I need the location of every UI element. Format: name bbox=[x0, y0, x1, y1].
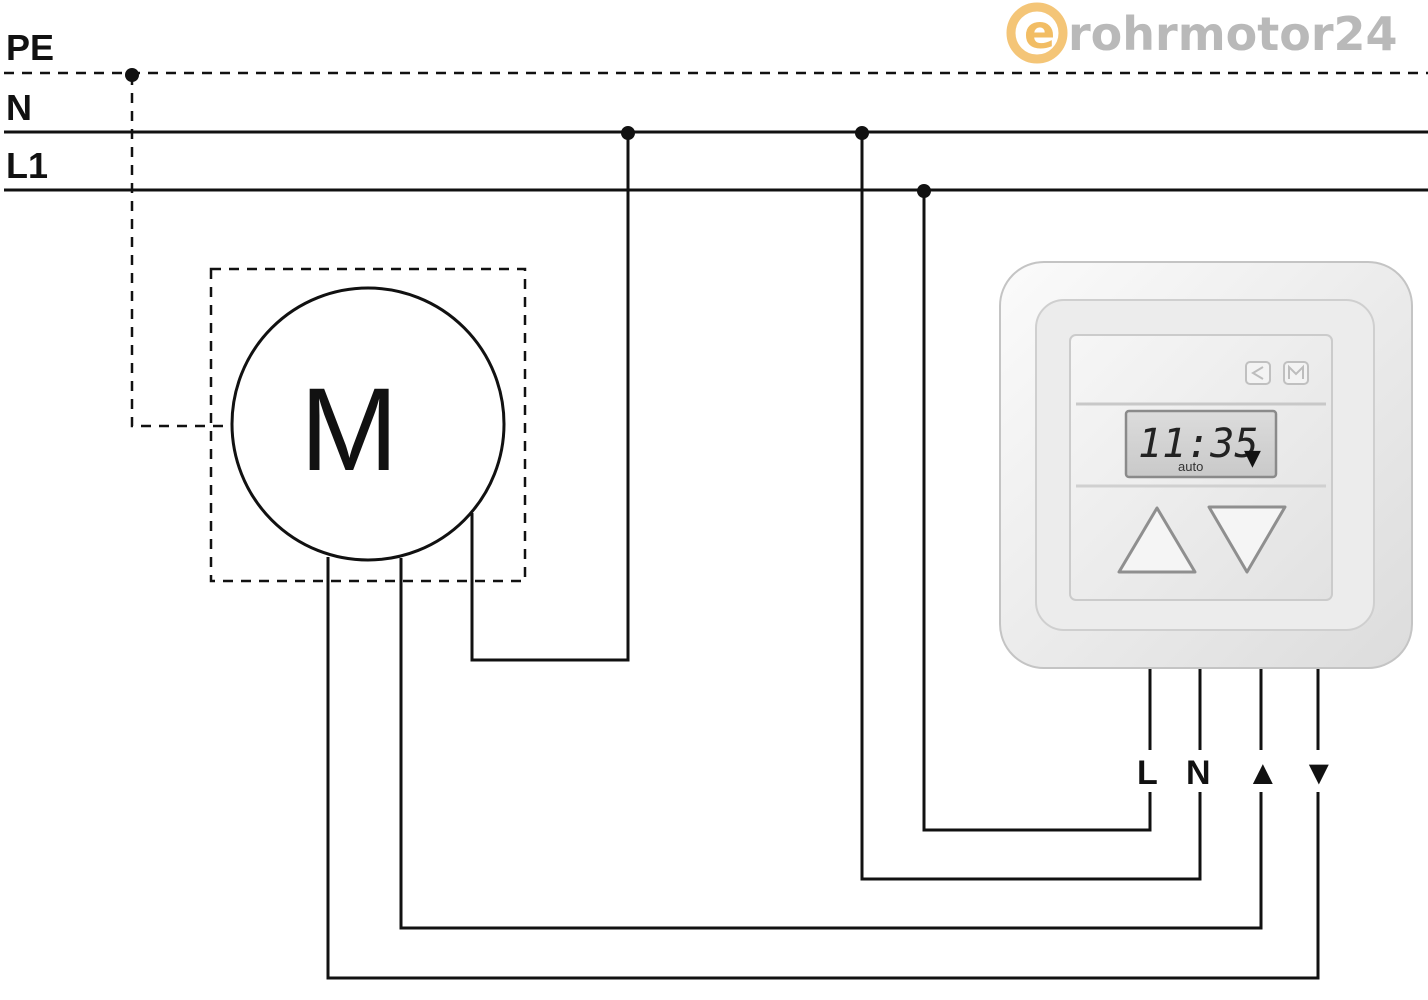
motor-symbol-label: M bbox=[300, 364, 398, 496]
triangle-up-icon bbox=[1117, 506, 1197, 574]
setting-back-icon bbox=[1251, 366, 1264, 380]
terminal-label-l: L bbox=[1137, 754, 1158, 792]
triangle-down-icon bbox=[1207, 505, 1287, 574]
junction-dot-pe bbox=[125, 68, 139, 82]
logo-circle-icon bbox=[1006, 2, 1068, 64]
brand-name: rohrmotor24 bbox=[1068, 7, 1398, 61]
setting-button-right[interactable] bbox=[1283, 361, 1309, 385]
junction-dot-l1-switch bbox=[917, 184, 931, 198]
motor-neutral-wire bbox=[470, 133, 630, 662]
motor-up-wire bbox=[399, 558, 1263, 930]
lcd-direction-arrow: ▼ bbox=[1244, 446, 1261, 471]
down-button[interactable] bbox=[1207, 505, 1287, 574]
lcd-time: 11:35 bbox=[1138, 421, 1258, 467]
rail-label-pe: PE bbox=[6, 27, 54, 68]
motor-symbol-circle bbox=[230, 286, 506, 562]
lcd-mode-label: auto bbox=[1178, 459, 1203, 474]
shutter-switch: 11:35 ▼ auto bbox=[999, 261, 1413, 669]
up-button[interactable] bbox=[1117, 506, 1197, 574]
brand-logo: e rohrmotor24 bbox=[1006, 2, 1398, 64]
lcd-display bbox=[1124, 409, 1278, 479]
terminal-label-backdrop bbox=[1128, 750, 1343, 792]
terminal-label-n: N bbox=[1186, 754, 1211, 792]
setting-menu-icon bbox=[1288, 364, 1304, 379]
terminal-label-down: ▼ bbox=[1302, 754, 1336, 792]
motor-housing bbox=[209, 267, 527, 583]
terminal-label-up: ▲ bbox=[1246, 754, 1280, 792]
junction-dot-n-switch bbox=[855, 126, 869, 140]
setting-button-left[interactable] bbox=[1245, 361, 1271, 385]
rail-label-n: N bbox=[6, 87, 32, 128]
pe-drop-wire bbox=[130, 75, 232, 428]
rail-label-l1: L1 bbox=[6, 145, 48, 186]
logo-letter: e bbox=[1024, 5, 1055, 59]
switch-line-wire bbox=[922, 191, 1152, 832]
motor-down-wire bbox=[326, 557, 1320, 980]
junction-dot-n-motor bbox=[621, 126, 635, 140]
